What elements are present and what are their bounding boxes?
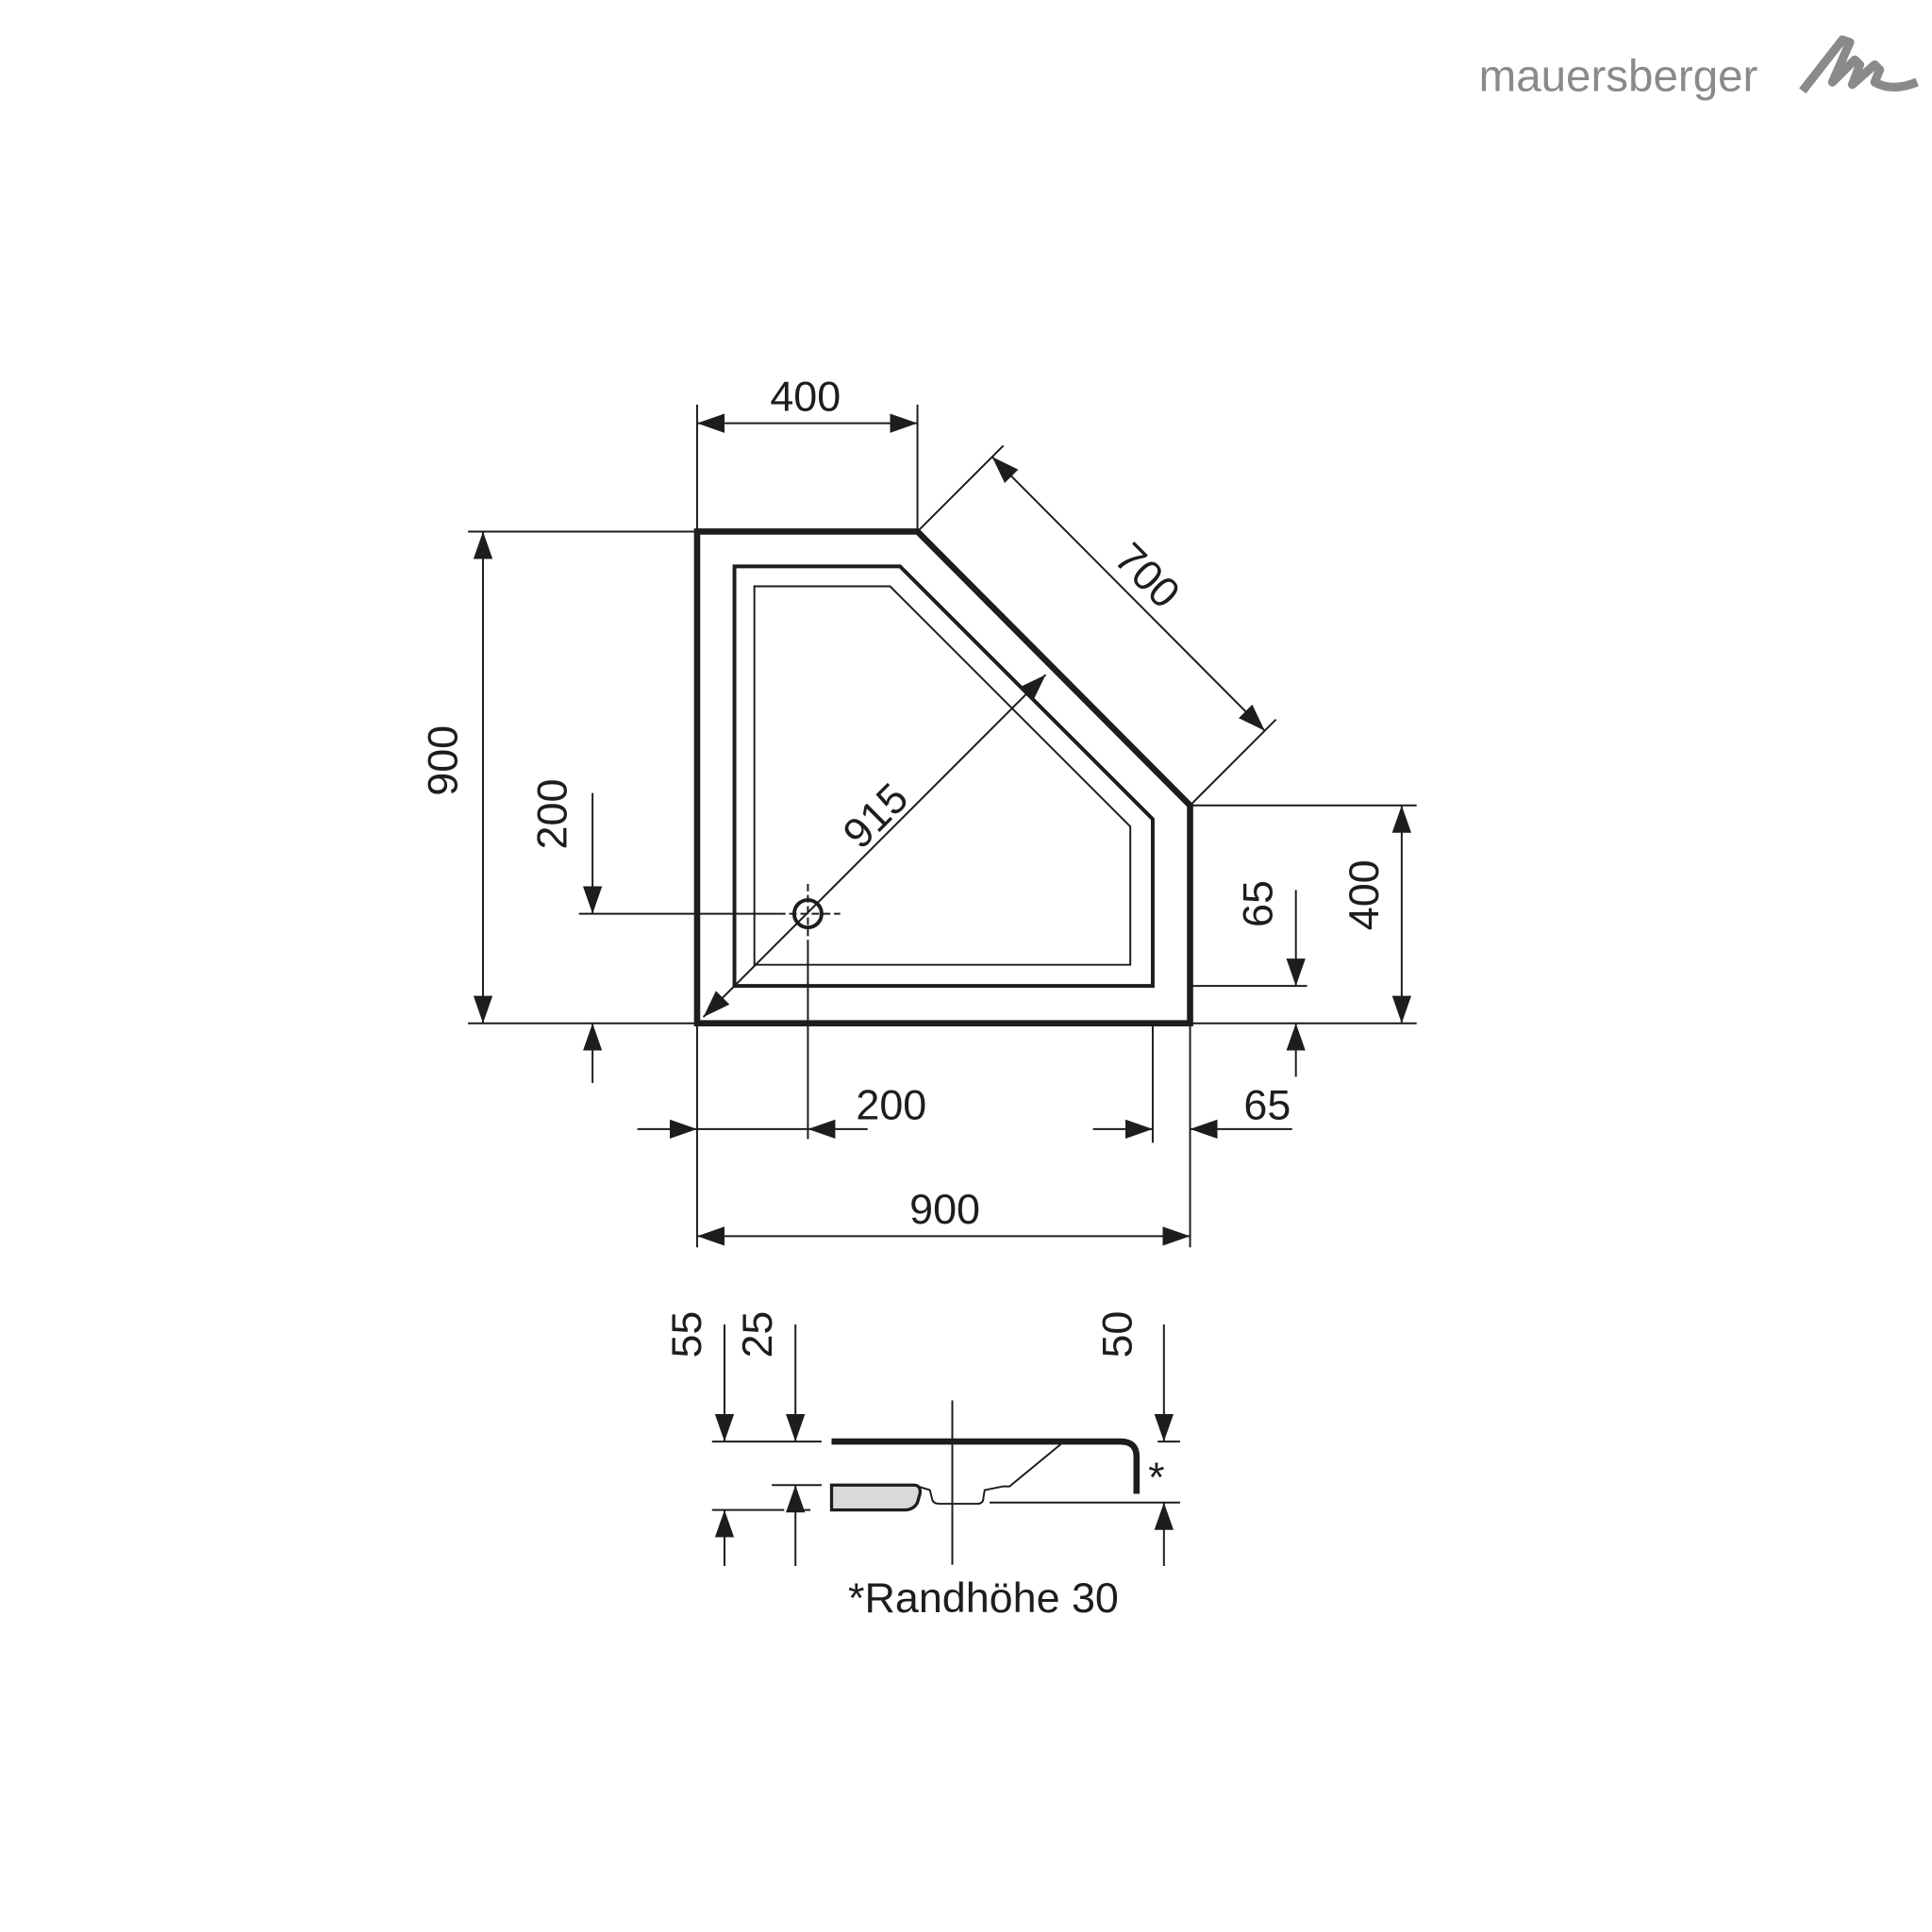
logo-mountain-icon [1799,35,1919,94]
dim-diagonal-edge: 700 [1106,533,1190,617]
dim-top-width: 400 [770,372,841,420]
dimensions: 400 700 900 200 915 400 65 200 65 900 [418,372,1417,1248]
dim-diagonal-length: 915 [833,774,917,858]
section-top-edge [831,1438,1141,1494]
logo-text: mauersberger [1479,51,1758,101]
tray-outer-edge [693,528,1193,1026]
dim-total-height: 900 [418,725,466,796]
rim-asterisk: * [1148,1453,1164,1501]
dim-drain-y: 200 [527,779,575,850]
logo: mauersberger [1479,35,1919,101]
dim-total-width: 900 [909,1185,980,1233]
section-fill [829,1483,923,1512]
dim-rim-bottom: 65 [1243,1080,1291,1128]
tray-section: 55 25 50 * *Randhöhe 30 [662,1311,1180,1622]
dim-section-inner: 25 [733,1311,781,1358]
dim-right-height: 400 [1340,859,1388,930]
dim-section-right: 50 [1093,1311,1141,1358]
dim-section-total: 55 [662,1311,710,1358]
dim-drain-x: 200 [856,1080,926,1128]
tray-floor [753,585,1132,966]
footnote-rim-height: *Randhöhe 30 [848,1574,1119,1622]
dim-rim-right: 65 [1234,880,1282,927]
